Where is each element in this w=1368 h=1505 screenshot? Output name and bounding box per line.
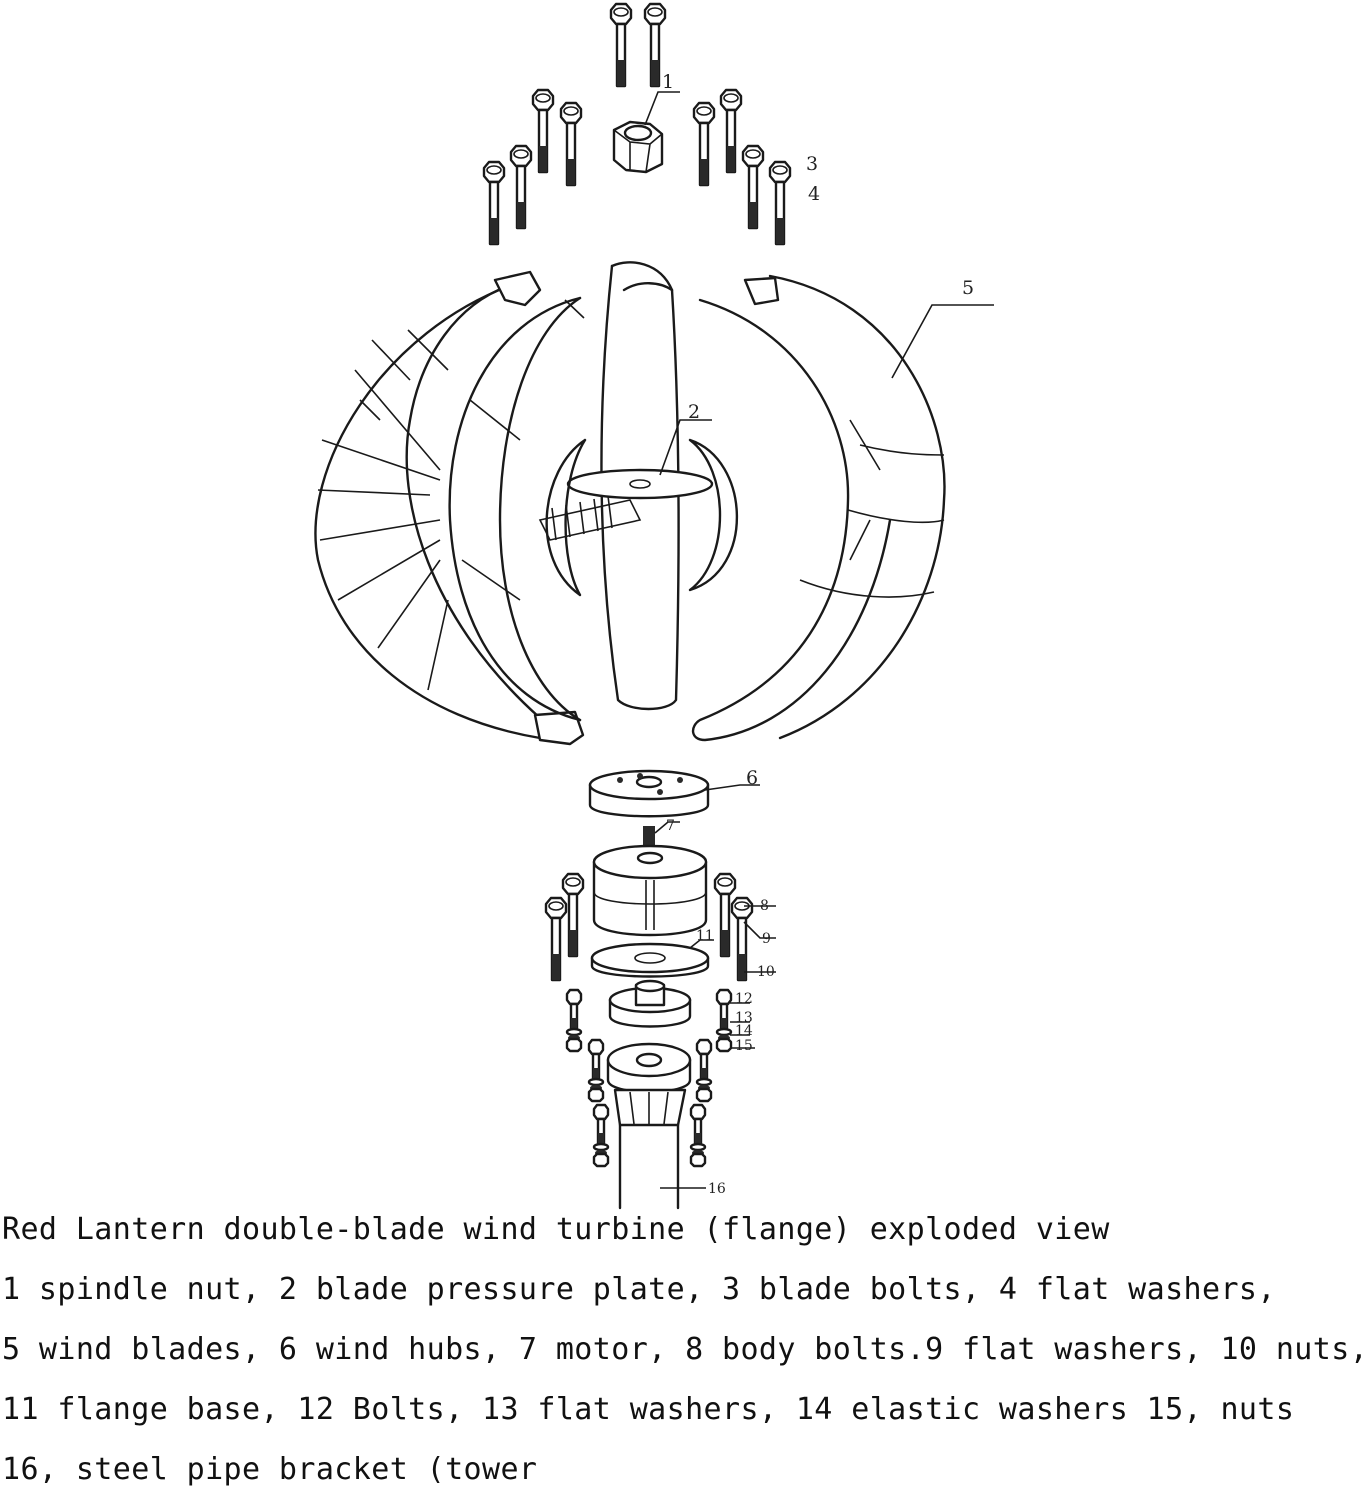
caption-line-1: 1 spindle nut, 2 blade pressure plate, 3… — [2, 1272, 1276, 1307]
callout-12: 12 — [735, 991, 753, 1007]
wind-blade-left — [314, 270, 585, 746]
callout-2: 2 — [688, 401, 700, 423]
callout-15: 15 — [735, 1038, 753, 1054]
caption-line-3: 11 flange base, 12 Bolts, 13 flat washer… — [2, 1392, 1295, 1427]
callout-9: 9 — [762, 931, 771, 947]
wind-blade-right — [691, 274, 946, 742]
callout-5: 5 — [962, 277, 974, 299]
wind-hub — [588, 769, 710, 818]
callout-3: 3 — [806, 153, 818, 175]
callout-6: 6 — [746, 767, 758, 789]
spindle-nut — [612, 120, 664, 174]
callout-14: 14 — [735, 1023, 753, 1039]
callout-labels: 1 2 3 4 5 6 7 8 9 10 11 12 13 14 15 16 — [662, 71, 974, 1197]
callout-10: 10 — [757, 964, 775, 980]
callout-11: 11 — [696, 928, 714, 944]
callout-4: 4 — [808, 183, 820, 205]
caption-line-4: 16, steel pipe bracket (tower — [2, 1452, 538, 1487]
flange-base — [590, 942, 710, 978]
exploded-view-diagram: 1 2 3 4 5 6 7 8 9 10 11 12 13 14 15 16 — [314, 2, 994, 1210]
motor — [592, 826, 708, 937]
steel-pipe-bracket — [606, 1042, 692, 1210]
callout-16: 16 — [708, 1181, 726, 1197]
blade-pressure-plate — [538, 438, 739, 597]
callout-13: 13 — [735, 1010, 753, 1026]
caption-line-2: 5 wind blades, 6 wind hubs, 7 motor, 8 b… — [2, 1332, 1368, 1367]
wind-blade-center — [600, 261, 680, 711]
lower-flange — [608, 979, 692, 1028]
wind-blade-left-inner — [448, 296, 585, 722]
caption-title: Red Lantern double-blade wind turbine (f… — [2, 1212, 1110, 1247]
callout-7: 7 — [666, 818, 675, 834]
callout-8: 8 — [760, 898, 769, 914]
callout-1: 1 — [662, 71, 674, 93]
diagram-caption: Red Lantern double-blade wind turbine (f… — [2, 1205, 1368, 1505]
